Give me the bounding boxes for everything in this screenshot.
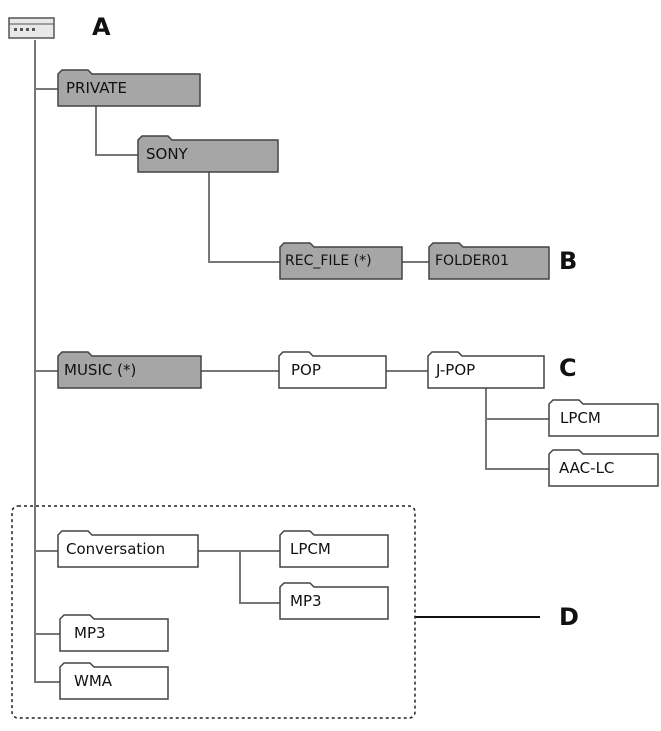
- folder-rec-file-label: REC_FILE (*): [285, 253, 372, 269]
- folder-conversation-mp3-shape: [279, 582, 389, 620]
- folder-wma-label: WMA: [74, 672, 113, 690]
- folder-folder01-label: FOLDER01: [435, 253, 510, 269]
- connector-lines: [34, 40, 549, 683]
- folder-pop-label: POP: [291, 361, 321, 379]
- folder-jpop-aac-lc-label: AAC-LC: [559, 459, 615, 477]
- folder-private-label: PRIVATE: [66, 79, 127, 97]
- callout-c: C: [559, 354, 577, 382]
- folder-jpop-label: J-POP: [436, 361, 476, 379]
- callout-a: A: [92, 13, 111, 41]
- folder-pop-shape: [278, 351, 387, 389]
- folder-conversation-mp3-label: MP3: [290, 592, 322, 610]
- folder-mp3-label: MP3: [74, 624, 106, 642]
- group-d-boundary: [11, 505, 416, 719]
- folder-wma-shape: [59, 662, 169, 700]
- callout-d: D: [559, 603, 579, 631]
- folder-music-shape: [57, 351, 202, 389]
- folder-mp3-shape: [59, 614, 169, 652]
- folder-music-label: MUSIC (*): [64, 361, 137, 379]
- folder-private-shape: [57, 69, 201, 107]
- folder-rec-file-shape: [279, 242, 403, 280]
- folder-jpop-lpcm-shape: [548, 399, 659, 437]
- folder-conversation-lpcm-shape: [279, 530, 389, 568]
- folder-conversation-shape: [57, 530, 199, 568]
- folder-conversation-label: Conversation: [66, 540, 166, 558]
- folder-jpop-shape: [427, 351, 545, 389]
- folder-sony-label: SONY: [146, 145, 188, 163]
- folder-sony-shape: [137, 135, 279, 173]
- callout-b: B: [559, 247, 578, 275]
- folder-conversation-lpcm-label: LPCM: [290, 540, 331, 558]
- storage-drive-icon: [8, 17, 55, 39]
- folder-jpop-lpcm-label: LPCM: [560, 409, 601, 427]
- folder-folder01-shape: [428, 242, 550, 280]
- folder-jpop-aac-lc-shape: [548, 449, 659, 487]
